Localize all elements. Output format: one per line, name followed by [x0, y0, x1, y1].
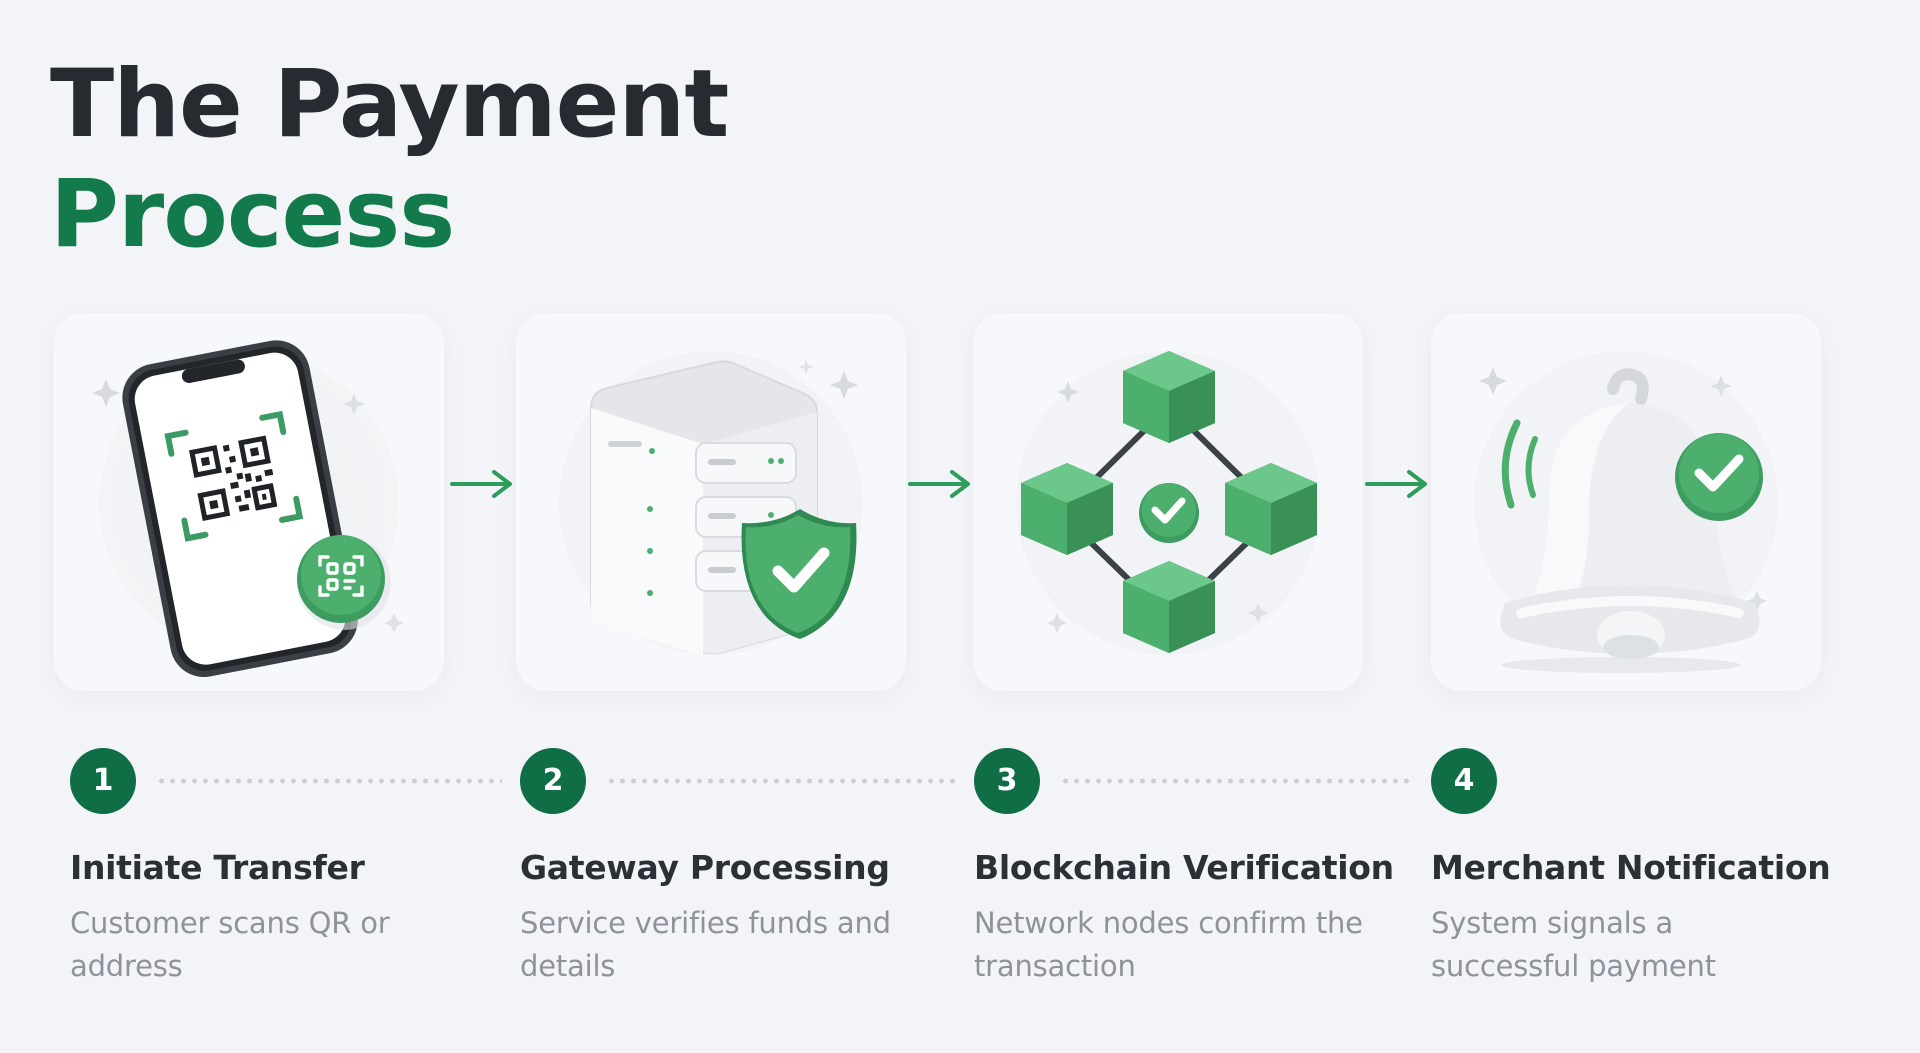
phone-qr-scan-icon	[92, 340, 404, 678]
step-3-title: Blockchain Verification	[974, 848, 1394, 887]
step-2-title: Gateway Processing	[520, 848, 890, 887]
step-3-illustration	[973, 313, 1363, 691]
step-3-number-badge: 3	[974, 748, 1040, 814]
blockchain-nodes-icon	[1016, 351, 1320, 655]
step-2-number-badge: 2	[520, 748, 586, 814]
step-4-number-badge: 4	[1431, 748, 1497, 814]
step-4-title: Merchant Notification	[1431, 848, 1831, 887]
step-1-number-badge: 1	[70, 748, 136, 814]
server-shield-icon	[559, 351, 863, 656]
page-title: The Payment Process	[50, 50, 729, 270]
step-connector-line	[156, 778, 502, 784]
title-line-2: Process	[50, 160, 455, 269]
flow-arrow-icon	[450, 470, 512, 498]
step-4-illustration	[1431, 313, 1821, 691]
step-4-description: System signals a successful payment	[1431, 906, 1716, 983]
step-3-description: Network nodes confirm the transaction	[974, 906, 1363, 983]
step-2-description: Service verifies funds and details	[520, 906, 891, 983]
step-2-illustration	[516, 313, 906, 691]
flow-arrow-icon	[908, 470, 970, 498]
step-1-title: Initiate Transfer	[70, 848, 365, 887]
step-1-illustration	[54, 313, 444, 691]
flow-arrow-icon	[1365, 470, 1427, 498]
step-connector-line	[606, 778, 956, 784]
step-1-description: Customer scans QR or address	[70, 906, 390, 983]
title-line-1: The Payment	[50, 50, 729, 159]
notification-bell-check-icon	[1474, 351, 1778, 673]
step-connector-line	[1060, 778, 1410, 784]
